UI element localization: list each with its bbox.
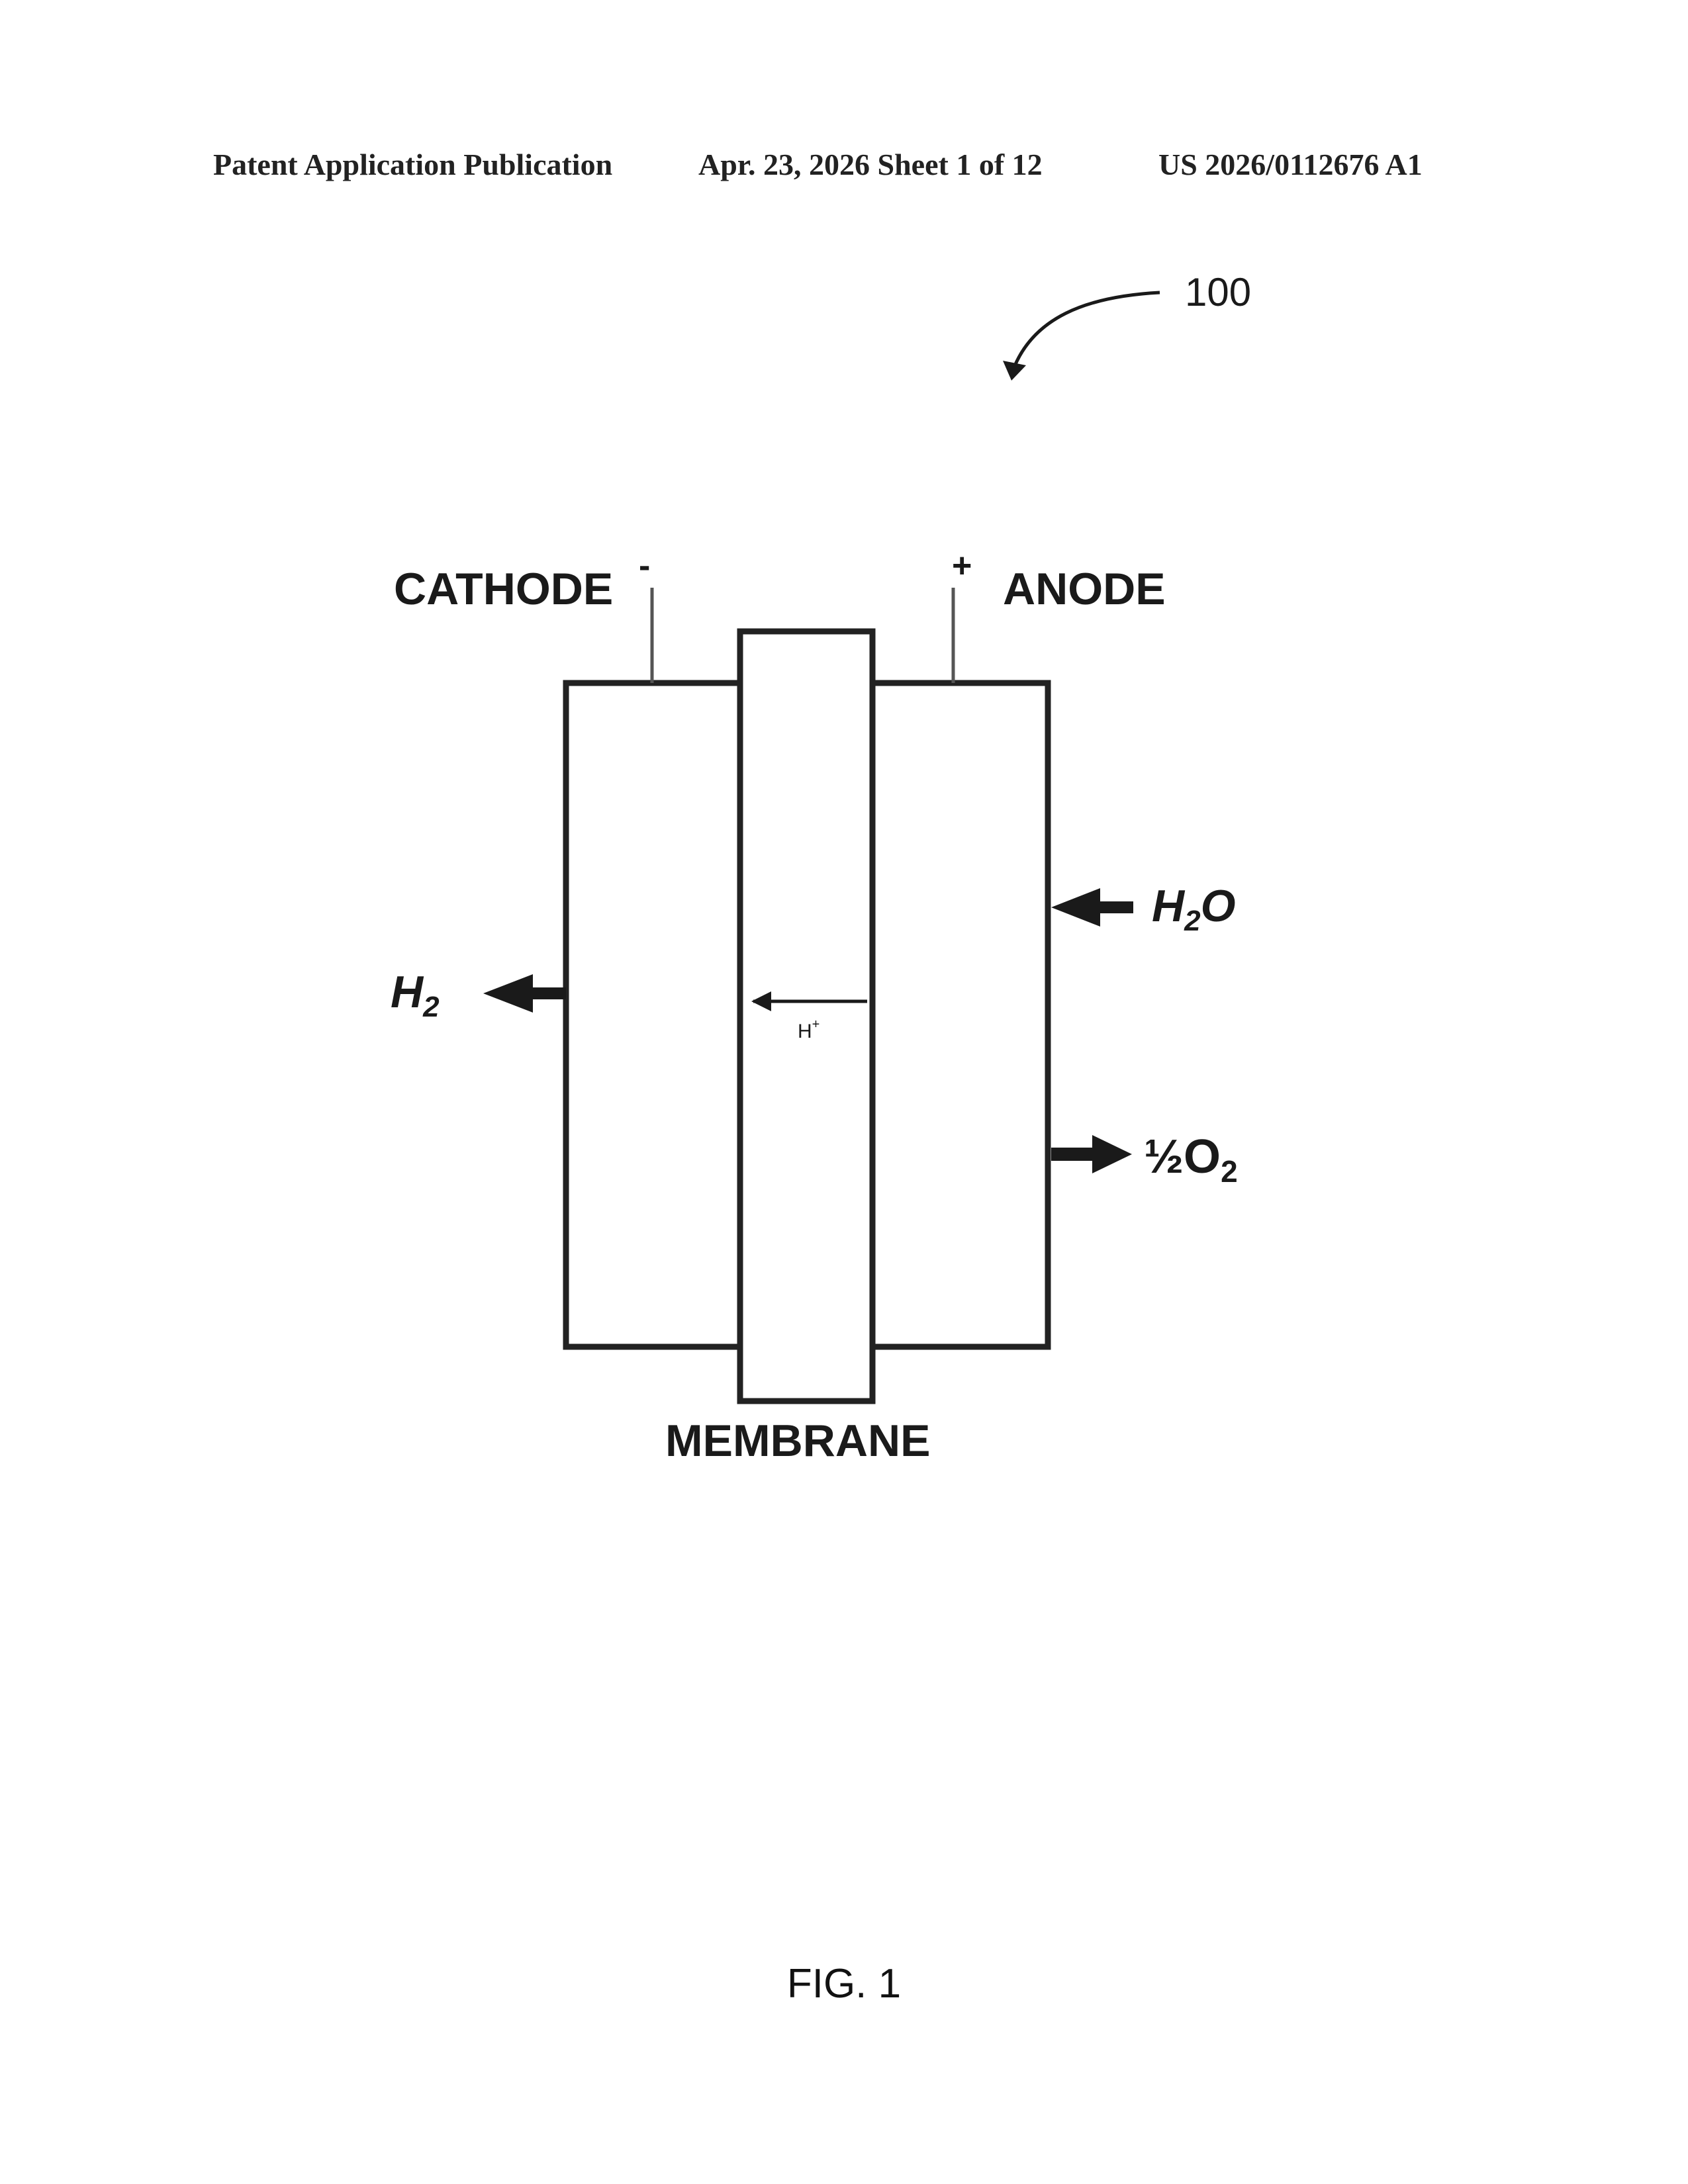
cathode-label: CATHODE bbox=[394, 564, 613, 614]
reference-number: 100 bbox=[1185, 270, 1251, 314]
anode-sign: + bbox=[952, 547, 972, 585]
h2o-input-arrow bbox=[1051, 888, 1133, 927]
anode-chamber bbox=[870, 683, 1048, 1347]
o2-output-arrow bbox=[1051, 1135, 1132, 1173]
anode-label: ANODE bbox=[1003, 564, 1166, 614]
h2o-label: H2O bbox=[1152, 881, 1236, 937]
o2-label: ½O2 bbox=[1144, 1130, 1238, 1189]
figure-caption: FIG. 1 bbox=[712, 1960, 976, 2007]
h2-output-arrow bbox=[483, 974, 566, 1013]
membrane bbox=[740, 631, 872, 1401]
reference-arrow bbox=[1013, 293, 1160, 371]
cathode-sign: - bbox=[639, 547, 650, 585]
cathode-chamber bbox=[566, 683, 741, 1347]
reference-arrowhead bbox=[1003, 361, 1026, 381]
h2-label: H2 bbox=[391, 967, 440, 1023]
membrane-label: MEMBRANE bbox=[665, 1416, 930, 1466]
